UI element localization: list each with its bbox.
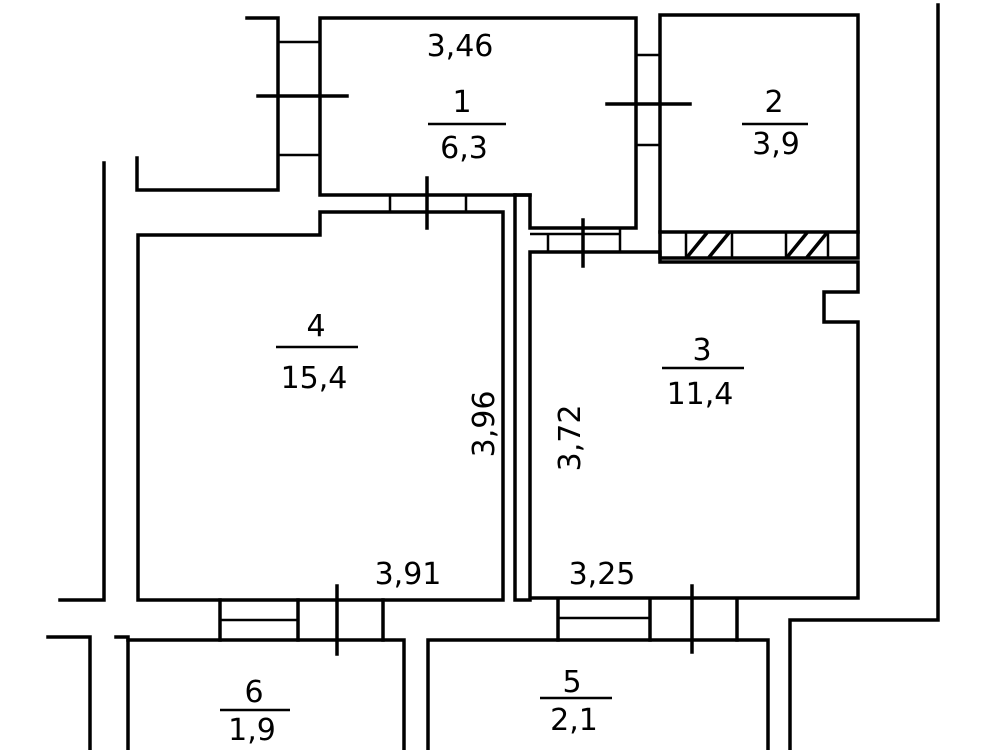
- room-5-number: 5: [562, 665, 581, 700]
- room-1-number: 1: [452, 85, 471, 120]
- room-3-area: 11,4: [667, 377, 734, 412]
- exterior-walls: [46, 3, 940, 750]
- room-1-label: 1 6,3: [428, 85, 506, 166]
- dimension-room4-width: 3,91: [375, 557, 442, 592]
- dimension-room3-width: 3,25: [569, 557, 636, 592]
- room-5: [426, 584, 770, 750]
- room-5-area: 2,1: [550, 703, 598, 738]
- room-3-number: 3: [692, 333, 711, 368]
- room-6-area: 1,9: [228, 713, 276, 748]
- room-6-label: 6 1,9: [220, 675, 290, 748]
- room-3-label: 3 11,4: [662, 333, 744, 412]
- room-3: [528, 218, 860, 600]
- room-2: [658, 13, 860, 260]
- room-4-label: 4 15,4: [276, 309, 358, 396]
- room-5-label: 5 2,1: [540, 665, 612, 738]
- room-6-number: 6: [244, 675, 263, 710]
- room-4: [136, 193, 532, 602]
- room-6: [126, 584, 406, 750]
- room-2-number: 2: [764, 85, 783, 120]
- room-2-area: 3,9: [752, 127, 800, 162]
- dimension-room1-width: 3,46: [427, 29, 494, 64]
- room-4-area: 15,4: [281, 361, 348, 396]
- dimension-room3-height: 3,72: [553, 405, 588, 472]
- room-2-label: 2 3,9: [742, 85, 808, 162]
- dimension-room4-height: 3,96: [467, 391, 502, 458]
- room-1-area: 6,3: [440, 131, 488, 166]
- room-4-number: 4: [306, 309, 325, 344]
